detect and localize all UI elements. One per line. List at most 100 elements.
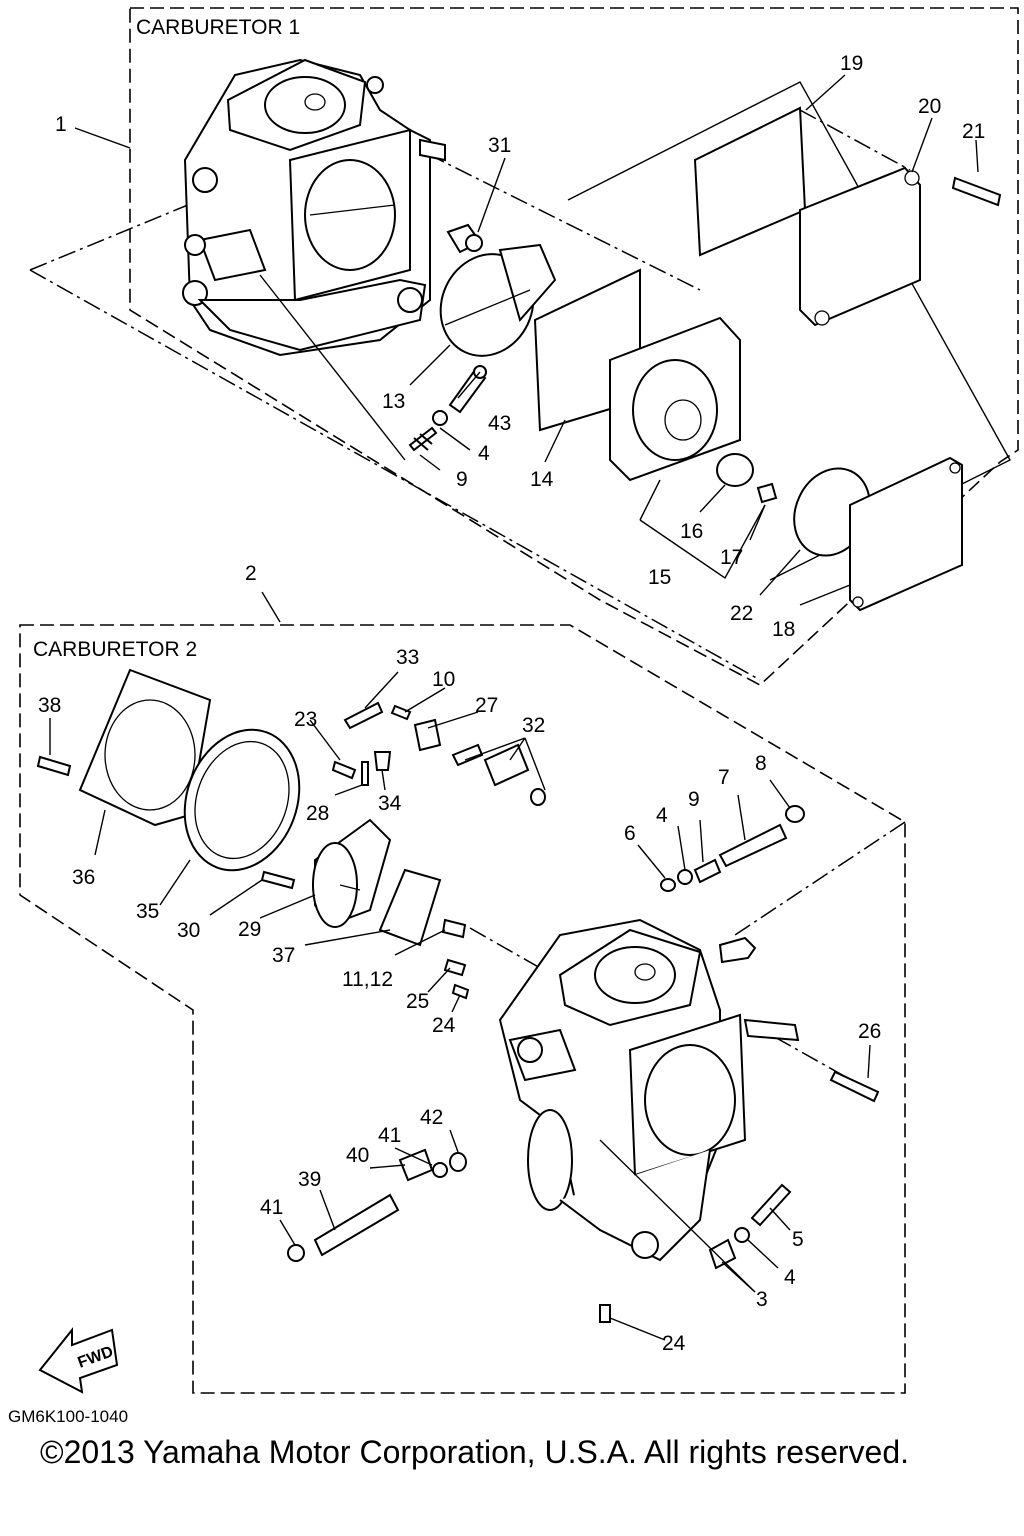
callout-43: 43 xyxy=(488,412,511,435)
part-38-screw xyxy=(36,755,72,777)
carburetor-1-group-border xyxy=(129,7,1019,686)
part-33-lever xyxy=(343,701,384,730)
callout-24: 24 xyxy=(432,1014,456,1037)
callout-2: 2 xyxy=(245,562,257,585)
callout-17: 17 xyxy=(720,546,743,569)
part-27-plate xyxy=(413,718,442,752)
part-19-gasket xyxy=(693,106,807,257)
callout-4: 4 xyxy=(784,1266,796,1289)
alignment-line xyxy=(799,109,911,171)
part-4-washer xyxy=(432,410,448,426)
part-7-screw xyxy=(718,823,788,868)
part-4-washer xyxy=(734,1227,750,1243)
callout-21: 21 xyxy=(962,120,985,143)
part-15-pump-cover xyxy=(609,316,741,482)
callout-29: 29 xyxy=(238,918,261,941)
callout-42: 42 xyxy=(420,1106,443,1129)
callout-41: 41 xyxy=(260,1196,283,1219)
callout-28: 28 xyxy=(306,802,329,825)
part-24-jet xyxy=(451,983,470,1000)
callout-14: 14 xyxy=(530,468,554,491)
callout-6: 6 xyxy=(624,822,636,845)
part-40-spring xyxy=(398,1148,434,1182)
part-41-washer xyxy=(287,1244,305,1262)
part-23-screw xyxy=(331,760,357,780)
alignment-line xyxy=(399,139,701,291)
callout-39: 39 xyxy=(298,1168,321,1191)
carburetor-1-title: CARBURETOR 1 xyxy=(136,16,300,39)
callout-15: 15 xyxy=(648,566,671,589)
part-10-screw xyxy=(390,704,412,721)
callout-23: 23 xyxy=(294,708,317,731)
part-29-pump-body xyxy=(312,818,392,928)
leader-lines xyxy=(49,74,979,1341)
callout-34: 34 xyxy=(378,792,402,815)
callout-36: 36 xyxy=(72,866,95,889)
carburetor-1-body xyxy=(182,58,446,357)
part-17-valve xyxy=(756,482,778,504)
part-32-check-valve xyxy=(451,743,546,806)
part-43-pilot-screw xyxy=(448,365,487,414)
callout-35: 35 xyxy=(136,900,159,923)
callout-32: 32 xyxy=(522,714,545,737)
part-37-gasket xyxy=(378,868,442,947)
callout-27: 27 xyxy=(475,694,498,717)
callout-26: 26 xyxy=(858,1020,881,1043)
carburetor-2-body xyxy=(498,918,800,1262)
callout-41: 41 xyxy=(378,1124,401,1147)
callout-30: 30 xyxy=(177,919,200,942)
callout-25: 25 xyxy=(406,990,429,1013)
callout-33: 33 xyxy=(396,646,419,669)
callout-38: 38 xyxy=(38,694,61,717)
callout-31: 31 xyxy=(488,134,511,157)
callout-24: 24 xyxy=(662,1332,686,1355)
part-8-cap xyxy=(785,805,805,823)
part-4-washer xyxy=(677,869,693,885)
part-26-bolt xyxy=(829,1070,880,1103)
callout-13: 13 xyxy=(382,390,405,413)
part-20-cover xyxy=(799,166,921,327)
callout-9: 9 xyxy=(456,468,468,491)
alignment-line xyxy=(29,269,761,681)
part-39-screw xyxy=(313,1193,400,1257)
callout-4: 4 xyxy=(656,804,668,827)
callout-4: 4 xyxy=(478,442,490,465)
callout-10: 10 xyxy=(432,668,455,691)
callout-19: 19 xyxy=(840,52,863,75)
part-3-spring xyxy=(708,1238,737,1270)
copyright-notice: ©2013 Yamaha Motor Corporation, U.S.A. A… xyxy=(40,1434,910,1470)
part-25-jet xyxy=(443,958,467,977)
callout-7: 7 xyxy=(718,766,730,789)
carburetor-2-title: CARBURETOR 2 xyxy=(33,638,197,661)
callout-18: 18 xyxy=(772,618,795,641)
part-41-washer xyxy=(432,1162,448,1178)
part-35-diaphragm xyxy=(183,728,301,872)
part-11-12-jet xyxy=(441,918,467,939)
callout-5: 5 xyxy=(792,1228,804,1251)
callout-16: 16 xyxy=(680,520,703,543)
alignment-line xyxy=(29,199,201,271)
part-9-spring xyxy=(408,426,438,452)
part-30-screw xyxy=(260,870,296,890)
part-21-bolt xyxy=(951,176,1002,207)
forward-direction-arrow: FWD xyxy=(38,1327,119,1394)
callout-1: 1 xyxy=(55,113,67,136)
callout-11-12: 11,12 xyxy=(342,968,393,991)
callout-20: 20 xyxy=(918,95,941,118)
callout-37: 37 xyxy=(272,944,295,967)
part-31-plug xyxy=(446,223,483,254)
part-34-spring xyxy=(373,751,392,771)
alignment-line xyxy=(734,821,906,936)
carburetor-2-group-border xyxy=(19,624,906,1394)
part-5-screw xyxy=(750,1183,792,1227)
callout-8: 8 xyxy=(755,752,767,775)
part-18-cover xyxy=(849,456,963,612)
callout-22: 22 xyxy=(730,602,753,625)
part-13-diaphragm xyxy=(439,243,557,357)
part-28-pin xyxy=(361,761,369,786)
part-42-o-ring xyxy=(449,1152,467,1172)
callout-9: 9 xyxy=(688,788,700,811)
callout-40: 40 xyxy=(346,1144,369,1167)
part-9-spring xyxy=(693,858,722,884)
